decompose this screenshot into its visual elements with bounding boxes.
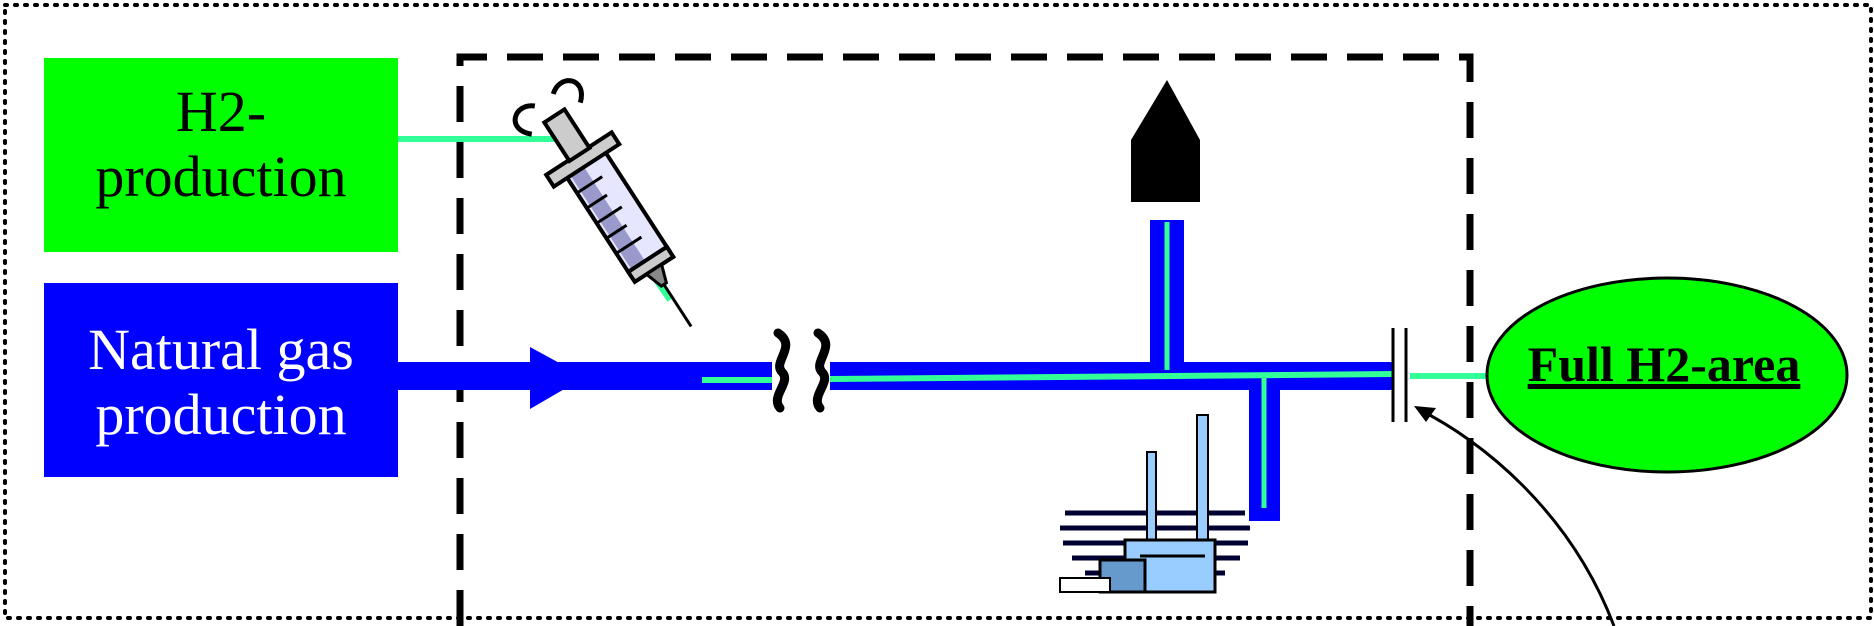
outer-dotted-border [3, 3, 1873, 620]
h2-line-in-pipe-right [829, 371, 1394, 382]
flame-icon [1131, 80, 1200, 202]
full-h2-area-ellipse [1485, 276, 1849, 474]
separator-icon [1391, 328, 1408, 422]
flow-arrow [530, 347, 585, 409]
full-h2-area-label: Full H2-area [1527, 336, 1801, 392]
natural-gas-label-line1: Natural gas [88, 317, 354, 382]
natural-gas-label-line2: production [95, 381, 347, 447]
syringe-icon [512, 78, 693, 328]
h2-production-label-line1: H2- [175, 79, 267, 144]
factory-icon [1059, 414, 1250, 594]
h2-production-label: H2- production [44, 79, 398, 210]
natural-gas-production-box [44, 283, 398, 477]
h2-production-label-line2: production [95, 143, 347, 209]
natural-gas-production-label: Natural gas production [44, 317, 398, 448]
system-boundary-dashed [456, 53, 1474, 626]
pointer-arrow [1414, 406, 1616, 626]
pipe-break-icon [772, 328, 831, 413]
h2-production-box [44, 58, 398, 252]
